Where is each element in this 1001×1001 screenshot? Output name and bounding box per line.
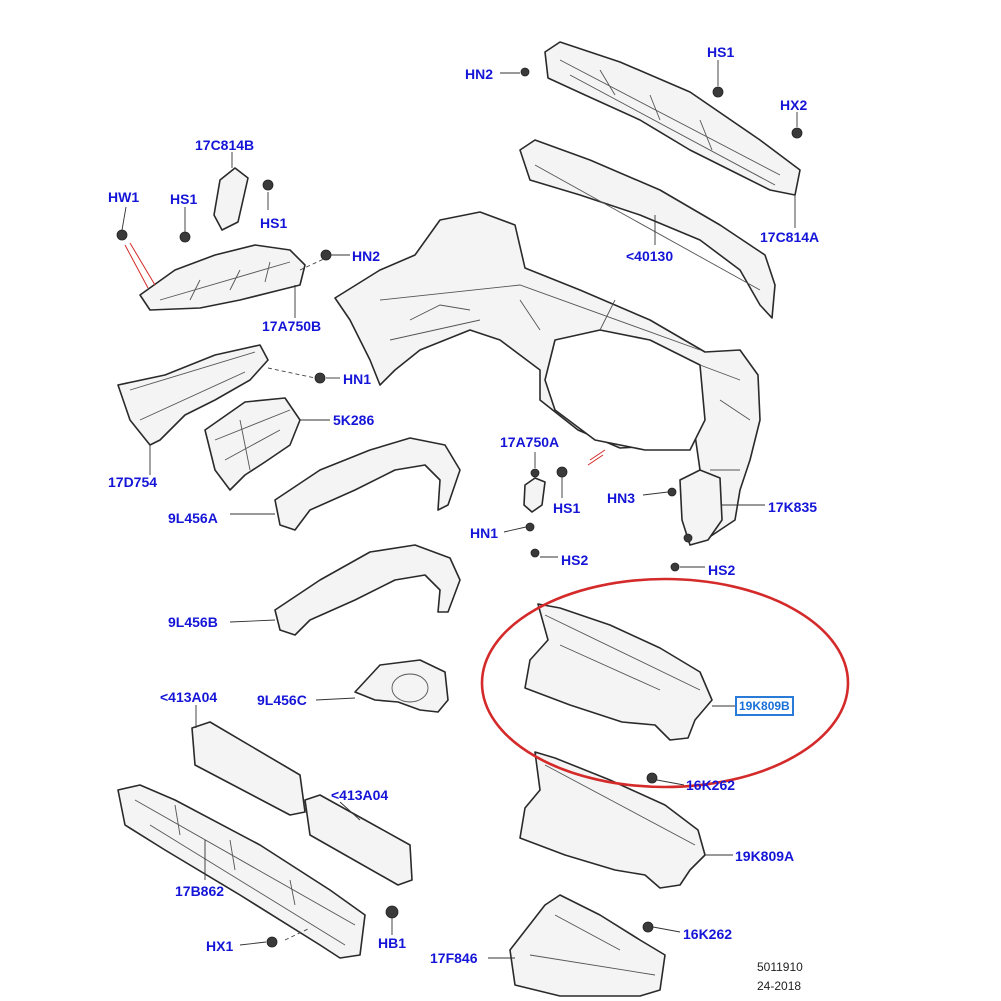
- bumper-cover-detail: [379, 284, 751, 471]
- label-17c814a: 17C814A: [760, 229, 820, 245]
- label-hs2-mid: HS2: [561, 552, 589, 568]
- label-hw1: HW1: [108, 189, 140, 205]
- lower-panel-19k809a: [519, 751, 706, 889]
- label-hs2-right: HS2: [708, 562, 736, 578]
- label-16k262-bottom: 16K262: [683, 926, 733, 942]
- label-17k835: 17K835: [768, 499, 818, 515]
- bracket-17k835: [679, 469, 723, 546]
- fastener-hs1-top: [712, 86, 724, 98]
- footer-date: 24-2018: [757, 979, 802, 993]
- lower-panel-19k809b: [524, 603, 713, 741]
- fastener-hw1: [116, 229, 128, 241]
- label-hs1-top: HS1: [707, 44, 735, 60]
- fastener-hx1: [266, 936, 278, 948]
- label-hs1-left2: HS1: [260, 215, 288, 231]
- label-413a04-top: <413A04: [160, 689, 218, 705]
- license-plate-recess: [544, 329, 706, 451]
- duct-9l456c-opening: [391, 673, 429, 703]
- fastener-hb1: [385, 905, 399, 919]
- label-17d754: 17D754: [108, 474, 158, 490]
- label-17c814b: 17C814B: [195, 137, 255, 153]
- lower-panel-19k809a-detail: [544, 764, 696, 846]
- fastener-17a750a: [530, 468, 540, 478]
- bracket-17a750b: [139, 244, 306, 311]
- fastener-hn2-top: [520, 67, 530, 77]
- fastener-hs2-upper: [683, 533, 693, 543]
- fastener-hs1-mid: [556, 466, 568, 478]
- label-hs1-mid: HS1: [553, 500, 581, 516]
- label-40130: <40130: [626, 248, 674, 264]
- fastener-hs2-right: [670, 562, 680, 572]
- duct-9l456b: [274, 544, 461, 636]
- fastener-hs1-left: [179, 231, 191, 243]
- duct-9l456c: [354, 659, 449, 713]
- red-leader-17a750a: [587, 449, 606, 466]
- beam-17b862-detail: [134, 799, 356, 946]
- fastener-hn1-left: [314, 372, 326, 384]
- label-17f846: 17F846: [430, 950, 478, 966]
- fastener-hs1-top-left: [262, 179, 274, 191]
- label-17a750b: 17A750B: [262, 318, 322, 334]
- side-panel-detail: [129, 351, 256, 421]
- label-16k262-top: 16K262: [686, 777, 736, 793]
- red-leader-hw1: [124, 242, 156, 289]
- label-9l456a: 9L456A: [168, 510, 218, 526]
- beam-17b862: [117, 784, 366, 959]
- fastener-16k262-top: [646, 772, 658, 784]
- dashed-leader-hn1: [267, 367, 316, 379]
- fastener-hs2-mid: [530, 548, 540, 558]
- strip-413a04-mid: [304, 794, 413, 886]
- label-hb1: HB1: [378, 935, 407, 951]
- label-9l456b: 9L456B: [168, 614, 218, 630]
- side-panel-17d754: [117, 344, 269, 446]
- bracket-5k286: [204, 397, 301, 491]
- dashed-leader-hx1: [284, 927, 311, 941]
- label-hx1: HX1: [206, 938, 234, 954]
- bracket-5k286-detail: [214, 409, 291, 471]
- bracket-17c814b: [213, 167, 249, 231]
- label-19k809b-highlighted: 19K809B: [735, 696, 794, 716]
- label-413a04-mid: <413A04: [331, 787, 389, 803]
- valance-detail: [534, 164, 761, 291]
- label-17b862: 17B862: [175, 883, 225, 899]
- strip-413a04-top: [191, 721, 306, 816]
- label-hn1-left: HN1: [343, 371, 372, 387]
- undertray-detail: [529, 914, 656, 976]
- label-hn3: HN3: [607, 490, 636, 506]
- leader-lines: [121, 60, 798, 959]
- fastener-hx2: [791, 127, 803, 139]
- label-hs1-left: HS1: [170, 191, 198, 207]
- label-19k809a: 19K809A: [735, 848, 795, 864]
- undertray-17f846: [509, 894, 666, 997]
- label-hn2-top: HN2: [465, 66, 494, 82]
- fastener-hn3: [667, 487, 677, 497]
- label-5k286: 5K286: [333, 412, 375, 428]
- valance-strip: [519, 139, 776, 319]
- lower-panel-19k809b-detail: [544, 614, 701, 691]
- label-17a750a: 17A750A: [500, 434, 560, 450]
- label-hn1-mid: HN1: [470, 525, 499, 541]
- bracket-17a750a: [523, 477, 546, 513]
- fastener-hn2-mid: [320, 249, 332, 261]
- upper-beam-detail: [559, 59, 781, 186]
- duct-9l456a: [274, 437, 461, 531]
- fastener-16k262-bottom: [642, 921, 654, 933]
- label-9l456c: 9L456C: [257, 692, 307, 708]
- label-hn2-mid: HN2: [352, 248, 381, 264]
- dashed-leader-hn2: [299, 257, 327, 271]
- footer-code: 5011910: [757, 960, 803, 974]
- highlight-circle: [480, 577, 850, 789]
- label-hx2: HX2: [780, 97, 808, 113]
- bracket-17a750b-detail: [159, 261, 291, 301]
- fastener-hn1-mid: [525, 522, 535, 532]
